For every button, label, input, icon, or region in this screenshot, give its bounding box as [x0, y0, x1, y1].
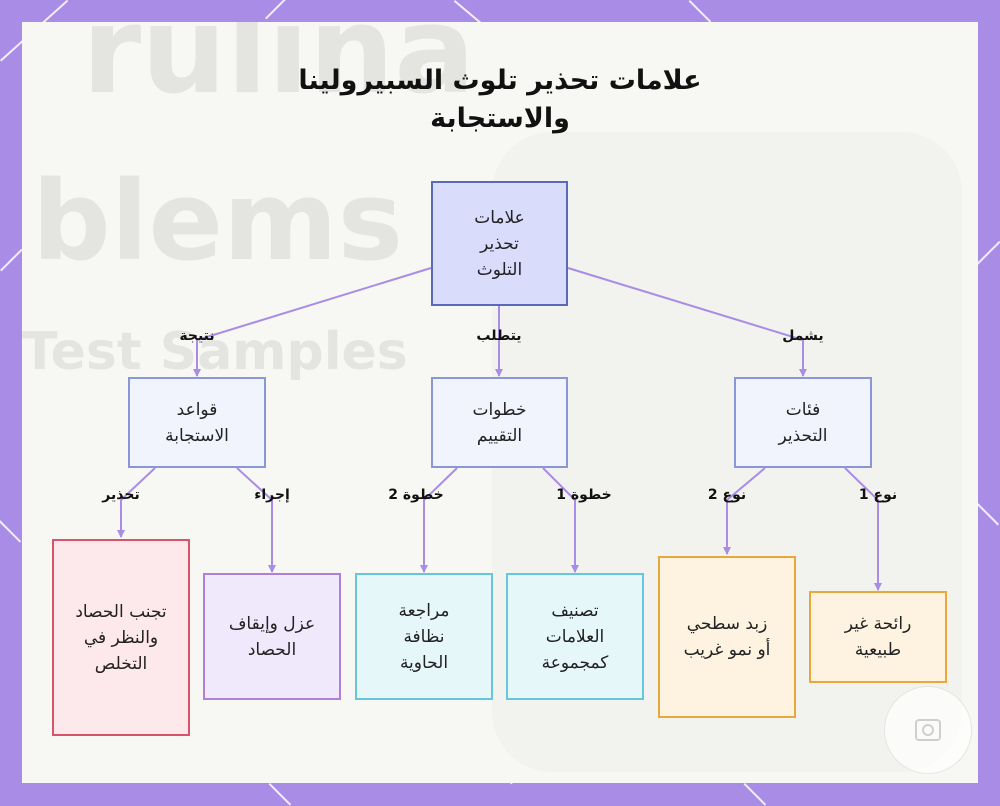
node-foam-label: زبد سطحي أو نمو غريب: [683, 614, 771, 660]
edge-root-response: [193, 267, 432, 377]
node-isolate: عزل وإيقاف الحصاد: [203, 573, 341, 700]
edge-label-requires: يتطلب: [476, 328, 522, 344]
edge-response-avoid: [117, 467, 156, 538]
node-root: علامات تحذير التلوث: [431, 181, 568, 306]
edge-label-type2: نوع 2: [707, 487, 747, 503]
background-photo-text: rulina: [82, 22, 476, 121]
background-photo-text: Test Samples: [22, 322, 408, 382]
edge-label-result: نتيجة: [179, 328, 215, 344]
node-assessment: خطوات التقييم: [431, 377, 568, 468]
edge-categories-smell: [844, 467, 882, 591]
node-smell-label: رائحة غير طبيعية: [844, 614, 912, 660]
title-line-2: والاستجابة: [430, 103, 570, 134]
title-line-1: علامات تحذير تلوث السبيرولينا: [298, 65, 702, 96]
node-categories: فئات التحذير: [734, 377, 872, 468]
edge-label-step1: خطوة 1: [556, 487, 612, 503]
node-assessment-label: خطوات التقييم: [472, 399, 527, 446]
edge-label-warning: تحذير: [102, 487, 140, 503]
edge-label-action: إجراء: [254, 487, 290, 503]
node-avoid: تجنب الحصاد والنظر في التخلص: [52, 539, 190, 736]
edge-assessment-classify: [542, 467, 579, 573]
node-avoid-label: تجنب الحصاد والنظر في التخلص: [75, 601, 167, 674]
node-review-label: مراجعة نظافة الحاوية: [398, 600, 450, 673]
node-classify: تصنيف العلامات كمجموعة: [506, 573, 644, 700]
edge-categories-foam: [723, 467, 766, 555]
node-review: مراجعة نظافة الحاوية: [355, 573, 493, 700]
edge-response-isolate: [236, 467, 276, 573]
edge-root-categories: [567, 267, 807, 377]
node-foam: زبد سطحي أو نمو غريب: [658, 556, 796, 718]
node-isolate-label: عزل وإيقاف الحصاد: [228, 613, 316, 660]
diagram-title: علامات تحذير تلوث السبيرولينا والاستجابة: [0, 62, 1000, 138]
node-response: قواعد الاستجابة: [128, 377, 266, 468]
node-root-label: علامات تحذير التلوث: [474, 207, 525, 280]
node-categories-label: فئات التحذير: [778, 399, 828, 446]
node-response-label: قواعد الاستجابة: [165, 399, 229, 446]
watermark-logo-icon: [884, 686, 972, 774]
edge-label-step2: خطوة 2: [388, 487, 444, 503]
edge-label-type1: نوع 1: [858, 487, 898, 503]
background-photo-text: blems: [32, 157, 404, 285]
edge-assessment-review: [420, 467, 458, 573]
node-classify-label: تصنيف العلامات كمجموعة: [541, 600, 609, 673]
edge-label-includes: يشمل: [782, 328, 824, 344]
node-smell: رائحة غير طبيعية: [809, 591, 947, 683]
